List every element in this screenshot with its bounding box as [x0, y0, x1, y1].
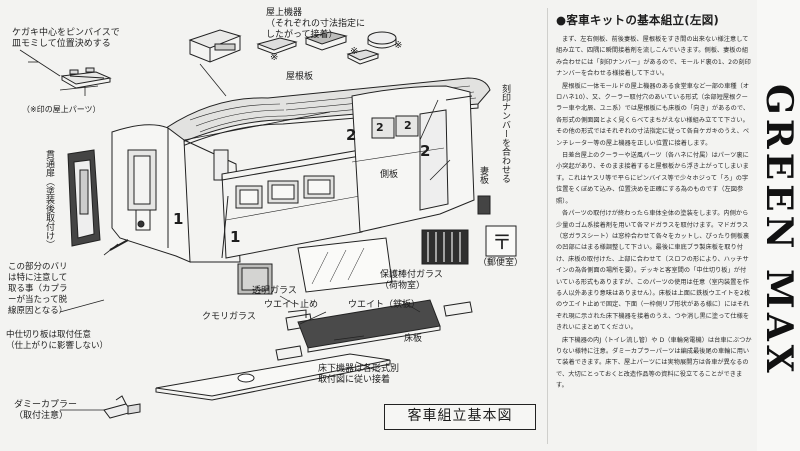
instructions-paragraph: 日差台屋上のクーラーや送風パーツ（各ハネに付属）はパーツ裏に小突起があり、そのま… [556, 152, 749, 205]
end-door-drawing [67, 149, 101, 247]
assembly-instructions: ●客車キットの基本組立(左図) まず、左右側板、前後妻板、屋根板をすき間の出来な… [556, 12, 752, 393]
engraved-number-2: 2 [420, 142, 431, 160]
instructions-paragraph: 各パーツの取付けが終わったら車体全体の塗装をします。内側から少量のゴム系接着剤を… [556, 210, 751, 332]
engraved-number-label: 刻印ナンバーを合わせる [500, 84, 510, 183]
car-body-right-drawing [351, 85, 475, 233]
engraved-number-1: 1 [173, 210, 184, 228]
roof-equipment-callout: 屋上機器 （それぞれの寸法指定に したがって接着） [266, 8, 366, 40]
assembly-diagram: 〒 [6, 8, 536, 430]
instructions-heading: ●客車キットの基本組立(左図) [556, 13, 720, 27]
instructions-paragraph: 床下機器の内J（トイレ流し管）や D（車輪発電機）は台車にぶつかりない様特に注意… [556, 336, 752, 390]
svg-text:〒: 〒 [492, 230, 512, 254]
car-side-panel-drawing [221, 149, 363, 259]
weight-iron-label: ウエイト（鉄板） [348, 300, 421, 310]
assembly-diagram-drawing: 〒 [19, 29, 517, 419]
frosted-glass-drawing [237, 263, 273, 295]
diagram-caption: 客車組立基本図 [384, 404, 536, 430]
clear-glass-label: 透明ガラス [252, 286, 297, 296]
brand-band: GREEN MAX [757, 0, 800, 451]
instructions-paragraph: 屋根板に一体モールドの屋上機器のある食堂車など一部の車種（オロハネ10）、又、ク… [556, 82, 750, 147]
floor-plate-label: 床板 [404, 334, 423, 344]
weight-assembly-drawing [275, 299, 473, 361]
column-divider [547, 8, 548, 444]
pin-vise-callout: ケガキ中心をピンバイスで 皿モミして位置決めする [12, 28, 120, 49]
roof-part-note: （※印の屋上パーツ） [22, 105, 101, 114]
roof-plate-label: 屋根板 [286, 72, 314, 82]
dummy-coupler-drawing [60, 395, 141, 419]
asterisk-marker: ※ [270, 52, 279, 63]
underfloor-callout: 床下機器は各形式別 取付図に従い接着 [318, 364, 400, 385]
protective-glass-label: 保護棒付ガラス （荷物室） [380, 270, 443, 291]
side-panel-label: 側板 [380, 170, 399, 180]
partition-callout: 中仕切り板は取付任意 （仕上がりに影響しない） [6, 330, 109, 351]
engraved-number-2: 2 [404, 119, 412, 132]
end-door-label: 貫通扉（塗装後取付け） [44, 150, 54, 249]
dummy-coupler-callout: ダミーカプラー （取付注意） [14, 400, 78, 421]
engraved-number-2: 2 [346, 126, 357, 144]
engraved-number-2: 2 [376, 121, 384, 134]
asterisk-marker: ※ [394, 40, 403, 51]
engraved-number-1: 1 [230, 228, 241, 246]
post-office-label: （郵便室） [478, 258, 524, 268]
roof-detail-part-drawing [28, 61, 112, 96]
clear-glass-drawing [297, 237, 393, 293]
protective-grille-drawing: 〒 [421, 195, 517, 265]
car-body-left-drawing [111, 111, 331, 263]
frosted-glass-label: クモリガラス [202, 312, 256, 322]
instructions-paragraph: まず、左右側板、前後妻板、屋根板をすき間の出来ない様注意して組み立て、四隅に瞬間… [556, 36, 751, 78]
roof-equipment-drawing [188, 29, 397, 97]
burr-warning-callout: この部分のバリ は特に注意して 取る事（カプラ ーが当たって脱 線原因となる） [8, 262, 68, 316]
brand-logo: GREEN MAX [758, 83, 800, 377]
asterisk-marker: ※ [350, 46, 359, 57]
end-panel-label: 妻板 [478, 166, 488, 184]
weight-stop-label: ウエイト止め [264, 300, 319, 310]
floor-plate-drawing [155, 335, 391, 401]
